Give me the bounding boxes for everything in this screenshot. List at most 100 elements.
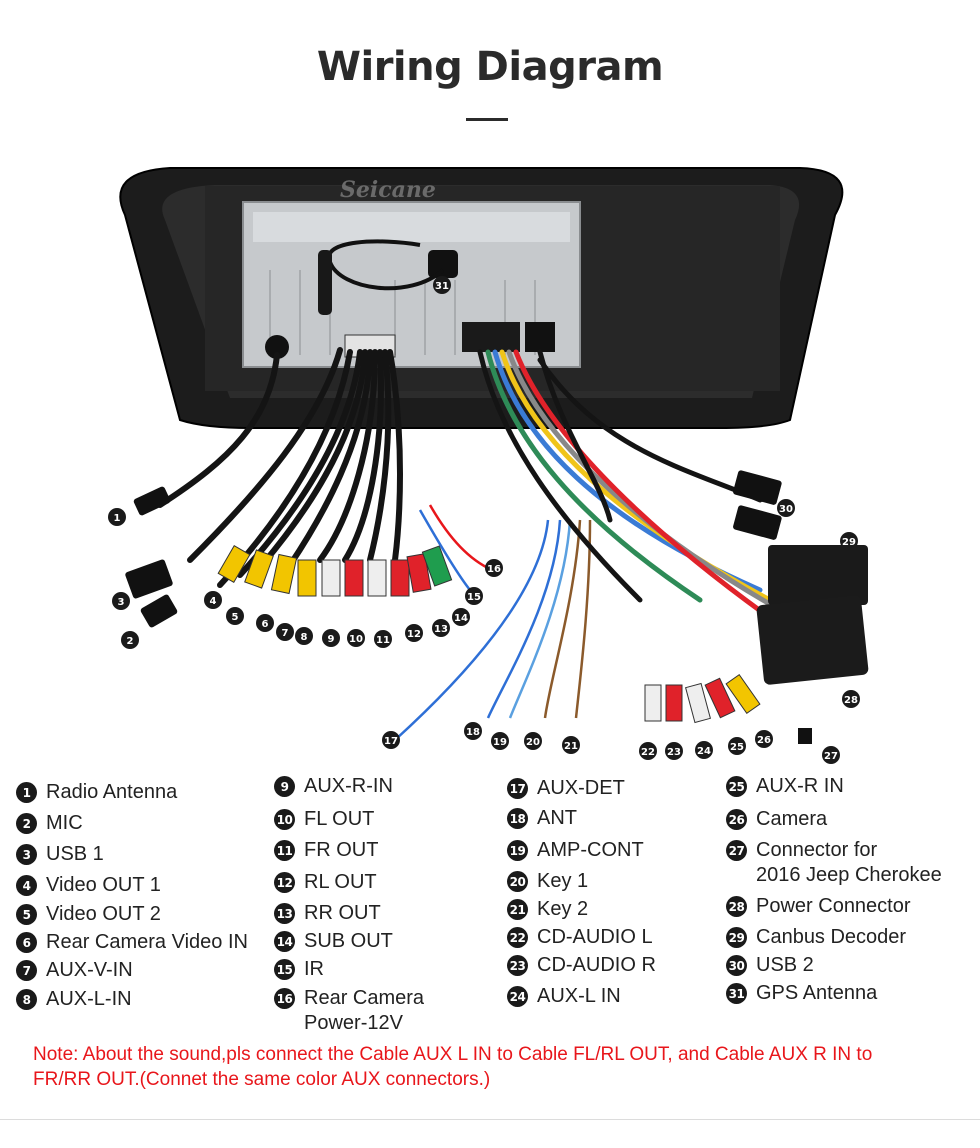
page-title: Wiring Diagram: [316, 44, 664, 90]
legend-label: RR OUT: [304, 902, 381, 924]
gps-antenna: [428, 250, 458, 278]
legend-label: FL OUT: [304, 808, 375, 830]
legend-label: ANT: [537, 807, 577, 829]
svg-text:21: 21: [564, 741, 578, 752]
legend-item: 21 Key 2: [507, 897, 588, 922]
bottom-divider: [0, 1119, 980, 1120]
legend-item: 4 Video OUT 1: [16, 873, 161, 898]
legend-item: 28 Power Connector: [726, 894, 911, 919]
number-badge: 31: [726, 983, 747, 1004]
svg-text:17: 17: [384, 736, 398, 747]
number-badge: 20: [507, 871, 528, 892]
svg-text:13: 13: [434, 624, 448, 635]
number-badge: 19: [507, 840, 528, 861]
number-badge: 28: [726, 896, 747, 917]
svg-text:12: 12: [407, 629, 421, 640]
number-badge: 17: [507, 778, 528, 799]
svg-text:23: 23: [667, 747, 681, 758]
legend-label: USB 2: [756, 954, 814, 976]
camera-plug: [798, 728, 812, 744]
number-badge: 7: [16, 960, 37, 981]
usb2-plug: [733, 470, 782, 505]
legend-item: 1 Radio Antenna: [16, 780, 177, 805]
legend-label: Camera: [756, 808, 828, 830]
legend-label: Radio Antenna: [46, 781, 178, 803]
legend-label: Key 1: [537, 870, 589, 892]
number-badge: 26: [726, 809, 747, 830]
legend-label: Video OUT 2: [46, 903, 161, 925]
number-badge: 9: [274, 776, 295, 797]
legend-label: AUX-DET: [537, 777, 625, 799]
legend-label: Connector for 2016 Jeep Cherokee: [756, 839, 942, 886]
number-badge: 1: [16, 782, 37, 803]
legend-label: SUB OUT: [304, 930, 393, 952]
legend-item: 26 Camera: [726, 807, 827, 832]
svg-text:7: 7: [282, 628, 289, 639]
svg-text:8: 8: [301, 632, 308, 643]
number-badge: 3: [16, 844, 37, 865]
legend-label: USB 1: [46, 843, 104, 865]
number-badge: 11: [274, 840, 295, 861]
number-badge: 4: [16, 875, 37, 896]
number-badge: 22: [507, 927, 528, 948]
title-underline: [466, 118, 508, 121]
number-badge: 25: [726, 776, 747, 797]
mic-plug: [140, 594, 178, 628]
legend-label: Video OUT 1: [46, 874, 161, 896]
number-badge: 15: [274, 959, 295, 980]
svg-text:26: 26: [757, 735, 771, 746]
legend-label: AUX-R IN: [756, 775, 844, 797]
wifi-antenna: [318, 250, 332, 315]
svg-text:11: 11: [376, 635, 390, 646]
svg-text:10: 10: [349, 634, 363, 645]
legend-label: RL OUT: [304, 871, 377, 893]
right-harness-plug: [525, 322, 555, 352]
number-badge: 10: [274, 809, 295, 830]
number-badge: 5: [16, 904, 37, 925]
svg-text:9: 9: [328, 634, 335, 645]
legend-label: Key 2: [537, 898, 589, 920]
svg-text:19: 19: [493, 737, 507, 748]
number-badge: 8: [16, 989, 37, 1010]
number-badge: 16: [274, 988, 295, 1009]
center-harness-plug: [462, 322, 520, 352]
svg-text:18: 18: [466, 727, 480, 738]
svg-text:25: 25: [730, 742, 744, 753]
legend-label: AMP-CONT: [537, 839, 644, 861]
legend-item: 30 USB 2: [726, 953, 814, 978]
legend-item: 13 RR OUT: [274, 901, 381, 926]
svg-text:15: 15: [467, 592, 481, 603]
rca-plugs-left: [217, 544, 453, 597]
legend-item: 10 FL OUT: [274, 807, 374, 832]
number-badge: 21: [507, 899, 528, 920]
legend-item: 20 Key 1: [507, 869, 588, 894]
svg-text:20: 20: [526, 737, 540, 748]
legend-label: Power Connector: [756, 895, 911, 917]
legend-item: 27 Connector for 2016 Jeep Cherokee: [726, 838, 942, 888]
number-badge: 12: [274, 872, 295, 893]
svg-text:4: 4: [210, 596, 217, 607]
wiring-diagram-illustration: Seicane: [108, 167, 869, 764]
number-badge: 2: [16, 813, 37, 834]
number-badge: 30: [726, 955, 747, 976]
number-badge: 27: [726, 840, 747, 861]
number-badge: 13: [274, 903, 295, 924]
sound-connection-note: Note: About the sound,pls connect the Ca…: [33, 1044, 873, 1090]
power-connector: [756, 595, 869, 685]
legend-item: 12 RL OUT: [274, 870, 377, 895]
svg-text:28: 28: [844, 695, 858, 706]
rca-plugs-right: [644, 673, 761, 724]
number-badge: 18: [507, 808, 528, 829]
svg-text:30: 30: [779, 504, 793, 515]
svg-text:1: 1: [114, 513, 121, 524]
